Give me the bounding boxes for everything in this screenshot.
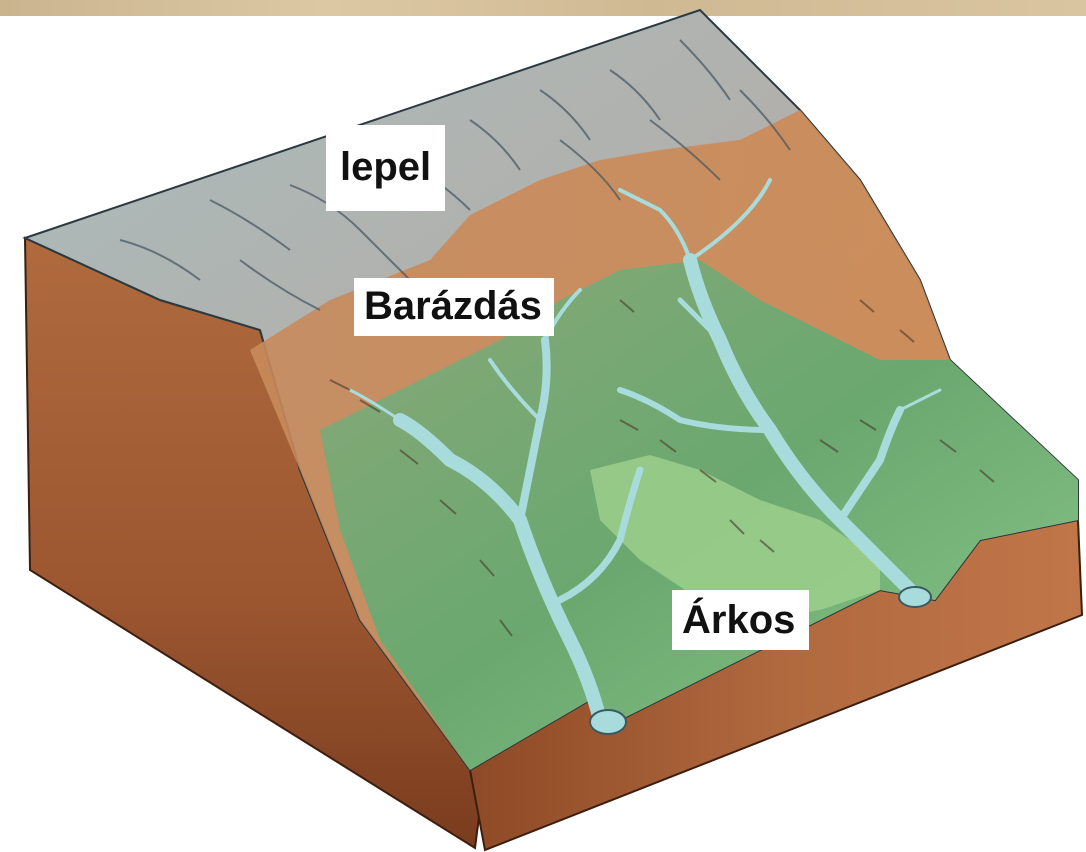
label-sheet-erosion: lepel (326, 125, 445, 211)
label-rill-erosion: Barázdás (354, 278, 554, 336)
label-gully-erosion: Árkos (672, 590, 809, 650)
gully-outlet-right (899, 587, 931, 607)
gully-outlet-left (590, 710, 626, 734)
